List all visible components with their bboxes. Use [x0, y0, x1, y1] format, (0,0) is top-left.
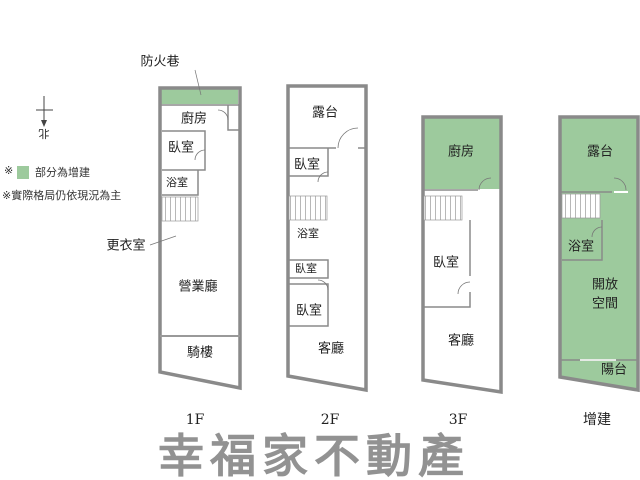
- room-1f-bath: 浴室: [166, 175, 188, 189]
- room-1f-kitchen: 廚房: [181, 111, 207, 127]
- floor-2f: [286, 84, 368, 393]
- room-1f-business-hall: 營業廳: [178, 279, 217, 295]
- legend-note: ※實際格局仍依現況為主: [2, 188, 121, 202]
- floor-label-addition: 增建: [583, 412, 611, 428]
- room-2f-bath: 浴室: [297, 226, 319, 240]
- room-2f-bedroom-3: 臥室: [296, 303, 322, 319]
- room-2f-bedroom-1: 臥室: [294, 157, 320, 173]
- room-2f-living: 客廳: [318, 341, 344, 357]
- north-arrow-icon: [36, 96, 53, 127]
- north-label: 北: [39, 127, 50, 140]
- legend-addition-label: 部分為增建: [35, 165, 90, 179]
- legend-mark: ※: [4, 164, 13, 177]
- room-addition-bath: 浴室: [568, 239, 594, 255]
- floor-label-1f: 1F: [186, 412, 205, 428]
- room-1f-dressing: 更衣室: [106, 238, 145, 254]
- legend-swatch: [17, 166, 29, 179]
- room-2f-terrace: 露台: [312, 106, 338, 121]
- room-1f-bedroom: 臥室: [168, 140, 194, 156]
- room-3f-kitchen: 廚房: [448, 144, 474, 160]
- room-3f-living: 客廳: [448, 333, 474, 349]
- room-addition-open-space-line1: 開放: [592, 278, 618, 293]
- room-addition-open-space-line2: 空間: [592, 297, 618, 312]
- watermark: 幸福家不動產: [158, 429, 470, 480]
- room-3f-bedroom: 臥室: [433, 255, 459, 271]
- room-addition-balcony: 陽台: [601, 363, 627, 378]
- room-addition-terrace: 露台: [587, 145, 613, 160]
- floor-3f: [421, 115, 503, 395]
- room-2f-bedroom-2: 臥室: [295, 261, 317, 275]
- floor-addition: [558, 115, 640, 393]
- floor-1f: [149, 69, 242, 391]
- room-1f-arcade: 騎樓: [187, 346, 213, 361]
- floor-label-2f: 2F: [321, 412, 340, 428]
- room-1f-fire-lane: 防火巷: [140, 54, 179, 70]
- floor-label-3f: 3F: [449, 412, 468, 428]
